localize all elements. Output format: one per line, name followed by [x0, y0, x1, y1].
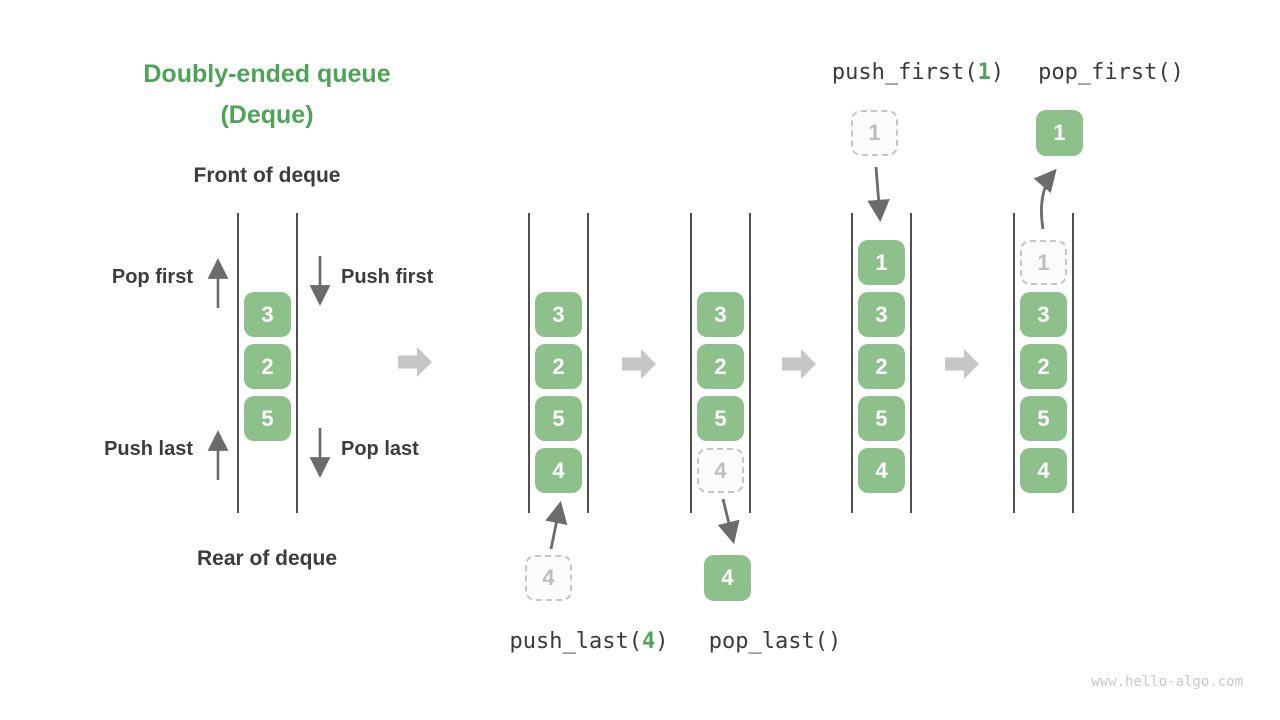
deque-cell-2: 2 [1020, 344, 1067, 389]
deque-cell-4: 4 [535, 448, 582, 493]
deque-cell-3: 3 [244, 292, 291, 337]
deque-after-push-last: 3 2 5 4 [528, 213, 589, 513]
deque-cell-2: 2 [697, 344, 744, 389]
diagram-title-line1: Doubly-ended queue [143, 60, 391, 88]
transition-arrow-icon-3 [782, 349, 816, 379]
diagram-title-line2: (Deque) [220, 101, 314, 129]
deque-during-pop-first: 1 3 2 5 4 [1013, 213, 1074, 513]
pop-first-result-cell: 1 [1036, 110, 1083, 156]
push-first-code-prefix: push_first( [831, 60, 978, 85]
push-last-code-label: push_last(4) [500, 629, 678, 654]
diagram-title: Doubly-ended queue (Deque) [97, 54, 437, 136]
deque-cell-5: 5 [1020, 396, 1067, 441]
push-first-code-arg: 1 [977, 60, 991, 85]
deque-cell-3: 3 [858, 292, 905, 337]
transition-arrow-icon-2 [622, 349, 656, 379]
push-last-code-suffix: ) [655, 629, 669, 654]
push-first-source-cell: 1 [851, 110, 898, 156]
pop-last-code-text: pop_last() [708, 629, 842, 654]
pop-last-result-cell: 4 [704, 555, 751, 601]
pop-first-code-text: pop_first() [1038, 60, 1184, 85]
deque-initial: 3 2 5 [237, 213, 298, 513]
deque-cell-3: 3 [1020, 292, 1067, 337]
deque-cell-4: 4 [858, 448, 905, 493]
deque-cell-1: 1 [1020, 240, 1067, 285]
deque-cell-3: 3 [697, 292, 744, 337]
transition-arrow-icon-4 [945, 349, 979, 379]
push-first-code-suffix: ) [990, 60, 1005, 85]
pop-first-side-label: Pop first [111, 266, 193, 288]
deque-cell-4: 4 [1020, 448, 1067, 493]
push-last-code-arg: 4 [641, 629, 656, 654]
front-of-deque-label: Front of deque [193, 164, 341, 187]
push-last-side-label: Push last [104, 438, 193, 460]
pop-first-code-label: pop_first() [1030, 60, 1192, 85]
push-last-source-cell: 4 [525, 555, 572, 601]
deque-cell-4: 4 [697, 448, 744, 493]
deque-cell-5: 5 [697, 396, 744, 441]
deque-cell-3: 3 [535, 292, 582, 337]
push-last-code-prefix: push_last( [509, 629, 642, 654]
push-first-insert-arrow-icon [867, 166, 890, 223]
deque-cell-5: 5 [244, 396, 291, 441]
deque-cell-2: 2 [244, 344, 291, 389]
deque-during-pop-last: 3 2 5 4 [690, 213, 751, 513]
pop-last-code-label: pop_last() [700, 629, 850, 654]
watermark: www.hello-algo.com [1091, 674, 1243, 690]
rear-of-deque-label: Rear of deque [196, 547, 338, 570]
transition-arrow-icon-1 [398, 347, 432, 377]
deque-cell-1: 1 [858, 240, 905, 285]
pop-last-side-label: Pop last [341, 438, 419, 460]
push-first-code-label: push_first(1) [820, 60, 1016, 85]
deque-cell-2: 2 [858, 344, 905, 389]
deque-cell-2: 2 [535, 344, 582, 389]
deque-cell-5: 5 [535, 396, 582, 441]
deque-after-push-first: 1 3 2 5 4 [851, 213, 912, 513]
push-first-side-label: Push first [341, 266, 434, 288]
deque-cell-5: 5 [858, 396, 905, 441]
